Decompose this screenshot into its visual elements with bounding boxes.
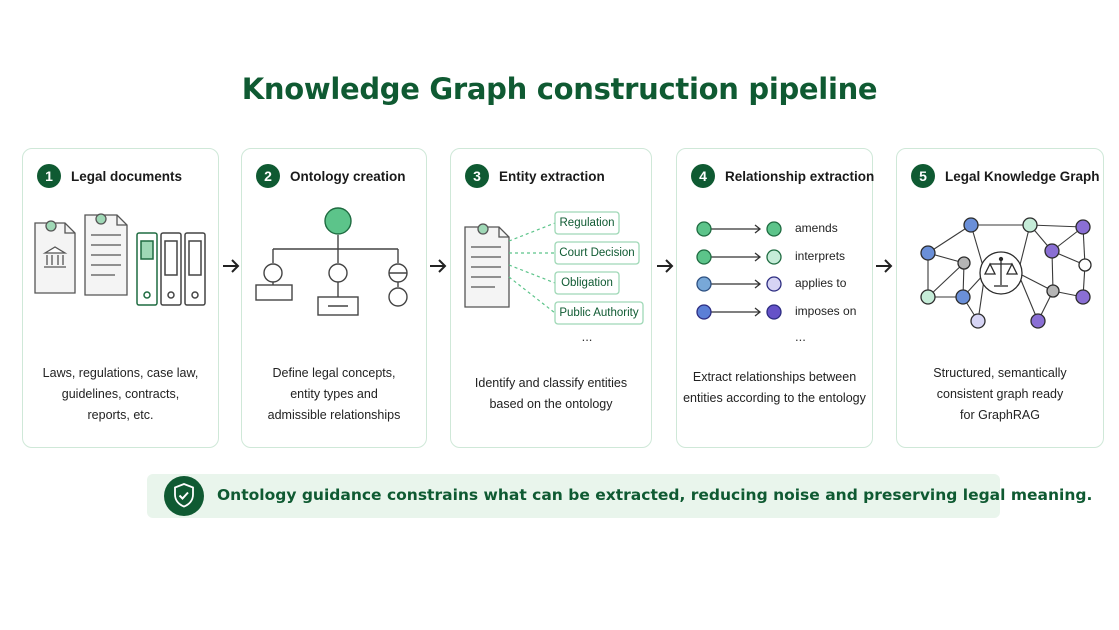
step-header: 2 Ontology creation [256,163,406,189]
step-card-legal-knowledge-graph: 5 Legal Knowledge Graph [896,148,1104,448]
arrow-right-icon [876,259,893,273]
entity-tag: Regulation [559,217,615,229]
relation-label: imposes on [795,304,857,318]
banner-text: Ontology guidance constrains what can be… [217,486,1093,504]
document-icon [464,223,510,308]
ontology-tree-icon [255,207,408,316]
relation-label: interprets [795,249,846,263]
relationship-arrows-illustration [696,221,782,320]
shield-check-icon [164,476,204,516]
step-description: Define legal concepts, entity types and … [267,366,401,422]
step-card-ontology-creation: 2 Ontology creation Define legal concept… [241,148,427,448]
page-title: Knowledge Graph construction pipeline [241,72,878,106]
step-number-badge: 1 [37,164,61,188]
relation-label: amends [795,221,838,235]
step-description: Extract relationships between entities a… [683,370,866,405]
step-header: 5 Legal Knowledge Graph [911,163,1100,189]
step-header: 4 Relationship extraction [691,163,874,189]
binder-icon [160,232,206,306]
step-header: 3 Entity extraction [465,163,605,189]
step-title: Relationship extraction [725,168,875,184]
step-number-badge: 2 [256,164,280,188]
step-header: 1 Legal documents [37,163,182,189]
step-card-legal-documents: 1 Legal documents [22,148,219,448]
binder-icon [136,232,158,306]
step-number-badge: 5 [911,164,935,188]
arrow-right-icon [657,259,674,273]
step-card-entity-extraction: 3 Entity extraction Regulation Court Dec… [450,148,652,448]
document-courthouse-icon [34,220,76,294]
step-title: Legal documents [71,168,183,184]
ontology-guidance-banner: Ontology guidance constrains what can be… [147,474,1092,518]
step-number-badge: 3 [465,164,489,188]
step-title: Legal Knowledge Graph [945,168,1100,184]
step-description: Identify and classify entities based on … [474,376,628,411]
step-description: Structured, semantically consistent grap… [933,366,1067,422]
entity-extraction-illustration [464,211,644,325]
step-card-relationship-extraction: 4 Relationship extraction amends interpr… [676,148,874,448]
entity-tag: Obligation [561,277,613,289]
more-ellipsis: ... [581,329,593,344]
relation-label: applies to [795,276,847,290]
step-title: Entity extraction [499,168,605,184]
scales-of-justice-icon [983,256,1019,287]
step-number-badge: 4 [691,164,715,188]
more-ellipsis: ... [795,329,806,344]
knowledge-graph-illustration [920,217,1092,329]
entity-tag: Court Decision [559,247,635,259]
arrow-right-icon [430,259,447,273]
step-description: Laws, regulations, case law, guidelines,… [42,366,199,422]
step-title: Ontology creation [290,168,406,184]
arrow-right-icon [223,259,240,273]
document-icon [84,213,128,296]
legal-documents-illustration [34,213,206,306]
entity-tag: Public Authority [559,307,639,319]
